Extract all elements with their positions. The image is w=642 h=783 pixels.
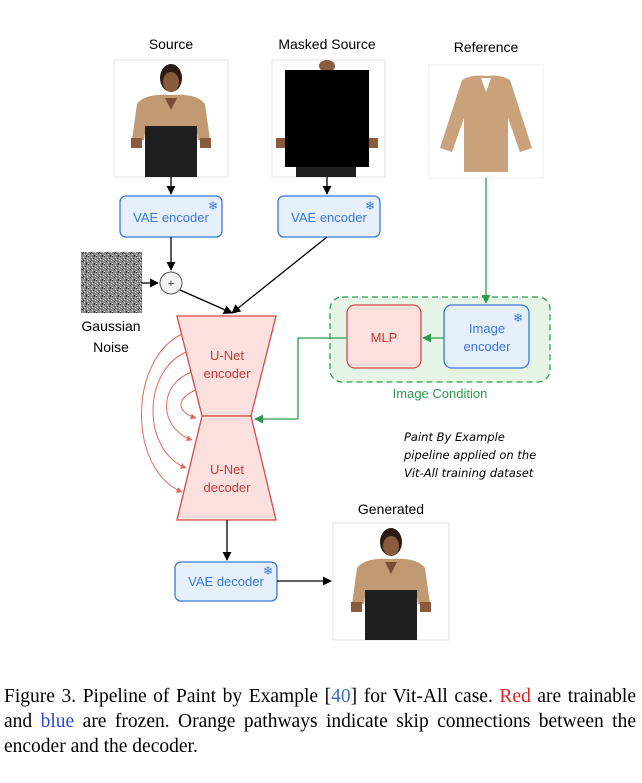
skip-connections [141, 333, 197, 493]
plus-symbol: + [168, 278, 174, 290]
image-encoder-label-2: encoder [464, 339, 512, 354]
unet-encoder-label-1: U-Net [210, 348, 244, 363]
vae-decoder-box: VAE decoder ❄ [174, 561, 278, 602]
unet-encoder-box: U-Net encoder [176, 315, 277, 417]
vae-decoder-label: VAE decoder [188, 574, 264, 589]
plus-node [159, 271, 183, 295]
unet-decoder-label-2: decoder [204, 480, 252, 495]
plus-to-unet-arrow [179, 289, 233, 314]
gaussian-noise-image [81, 252, 142, 313]
encoder2-to-unet-arrow [231, 236, 328, 314]
image-encoder-box: Image encoder ❄ [443, 304, 530, 369]
source-label: Source [149, 36, 194, 52]
pipeline-diagram: Source Masked Source Reference VAE encod… [81, 36, 551, 641]
image-encoder-label-1: Image [469, 321, 505, 336]
generated-label: Generated [358, 501, 424, 517]
reference-label: Reference [454, 39, 519, 55]
unet-encoder-label-2: encoder [204, 366, 252, 381]
caption-part-3: are trainable and [4, 686, 636, 732]
vae-encoder-1-box: VAE encoder ❄ [119, 195, 223, 238]
caption-part-4: are frozen. Orange pathways indicate ski… [4, 711, 636, 757]
noise-label: Noise [93, 339, 129, 355]
vae-encoder-2-box: VAE encoder ❄ [277, 195, 381, 238]
unet-decoder-label-1: U-Net [210, 462, 244, 477]
snowflake-icon: ❄ [513, 311, 523, 325]
gaussian-label: Gaussian [81, 318, 140, 334]
vae-encoder-1-label: VAE encoder [133, 210, 209, 225]
masked-source-label: Masked Source [278, 36, 375, 52]
image-condition-label: Image Condition [393, 386, 488, 401]
caption-red-word: Red [499, 686, 531, 707]
mlp-to-unet-arrow [254, 337, 347, 424]
caption-citation-link[interactable]: 40 [331, 686, 351, 707]
note-line-1: Paint By Example [404, 430, 505, 444]
snowflake-icon: ❄ [263, 564, 273, 578]
figure-caption: Figure 3. Pipeline of Paint by Example [… [4, 684, 636, 759]
note-line-2: pipeline applied on the [403, 448, 536, 462]
reference-image [428, 64, 544, 179]
generated-image [332, 522, 450, 641]
mlp-box: MLP [346, 304, 422, 369]
snowflake-icon: ❄ [208, 199, 218, 213]
source-image [113, 59, 229, 178]
mlp-label: MLP [371, 330, 398, 345]
vae-encoder-2-label: VAE encoder [291, 210, 367, 225]
unet-decoder-box: U-Net decoder [176, 415, 277, 521]
caption-part-2: ] for Vit-All case. [350, 686, 500, 707]
caption-part-1: Figure 3. Pipeline of Paint by Example [ [4, 686, 332, 707]
snowflake-icon: ❄ [365, 199, 375, 213]
masked-source-image [271, 59, 386, 178]
note-line-3: Vit-All training dataset [404, 466, 534, 480]
caption-blue-word: blue [40, 711, 75, 732]
